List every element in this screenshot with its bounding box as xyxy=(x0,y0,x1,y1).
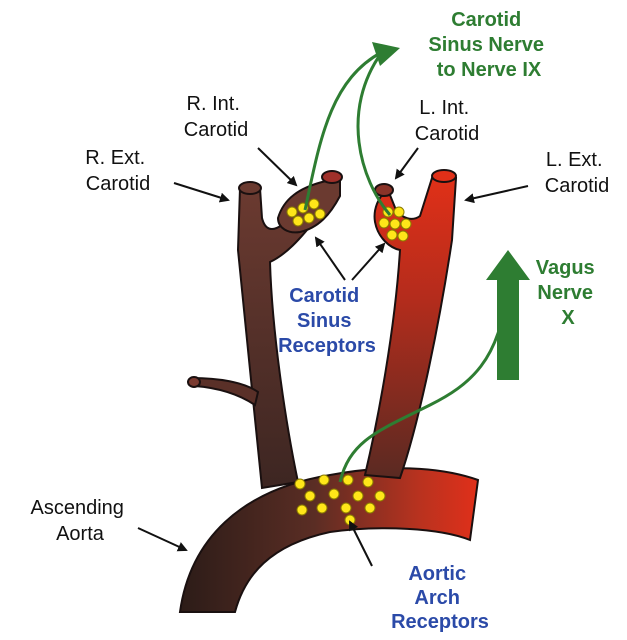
label-aortic-arch-receptors: Aortic Arch Receptors xyxy=(391,563,489,633)
label-ascending-aorta: Ascending Aorta xyxy=(31,497,130,545)
arrow-ascending-aorta xyxy=(138,528,186,550)
label-r-ext-carotid: R. Ext. Carotid xyxy=(85,147,151,195)
vagus-nerve-arrow xyxy=(486,250,530,380)
label-carotid-sinus-nerve: Carotid Sinus Nerve to Nerve IX xyxy=(428,9,549,81)
label-carotid-sinus-receptors: Carotid Sinus Receptors xyxy=(278,285,376,357)
arrow-r-ext-carotid xyxy=(174,183,228,200)
label-r-int-carotid: R. Int. Carotid xyxy=(184,93,248,141)
l-ext-carotid-tip xyxy=(432,170,456,182)
arrow-receptors-left xyxy=(316,238,345,280)
label-l-int-carotid: L. Int. Carotid xyxy=(415,97,479,145)
small-branch-tip xyxy=(188,377,200,387)
r-int-carotid-tip xyxy=(322,171,342,183)
r-ext-carotid-tip xyxy=(239,182,261,194)
arrow-r-int-carotid xyxy=(258,148,296,185)
l-int-carotid-tip xyxy=(375,184,393,196)
small-branch xyxy=(192,378,258,405)
label-vagus-nerve: Vagus Nerve X xyxy=(536,257,600,329)
label-l-ext-carotid: L. Ext. Carotid xyxy=(545,149,609,197)
arrow-l-ext-carotid xyxy=(466,186,528,200)
arrow-receptors-right xyxy=(352,244,384,280)
arrow-l-int-carotid xyxy=(396,148,418,178)
